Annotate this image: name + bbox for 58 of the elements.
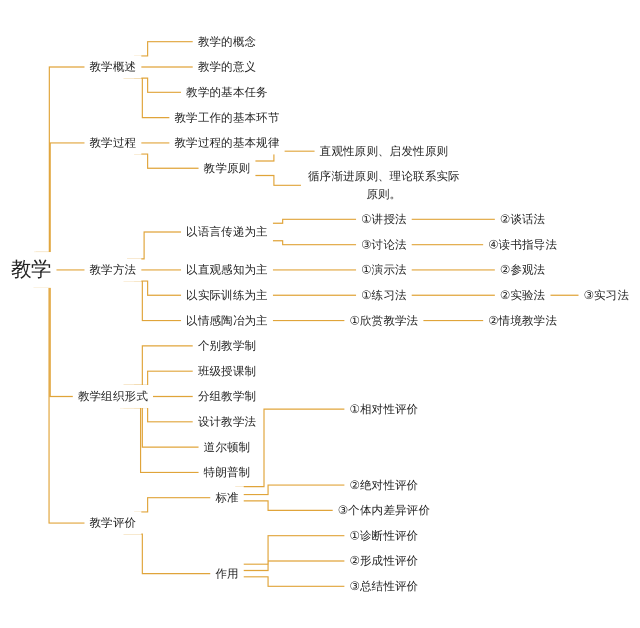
node-text: ②形成性评价 — [349, 554, 418, 568]
connector — [243, 484, 345, 496]
connector — [255, 174, 302, 186]
node-text: ③实习法 — [584, 288, 630, 302]
node-text: ③个体内差异评价 — [338, 503, 430, 518]
connector — [140, 66, 194, 68]
connector — [243, 576, 345, 587]
node-text: ①诊断性评价 — [349, 528, 418, 542]
node-text: ②情境教学法 — [488, 313, 558, 328]
node-text: ②实验法 — [500, 288, 546, 302]
connector — [411, 244, 484, 246]
node-text: 作用 — [215, 566, 239, 580]
node-text: ②绝对性评价 — [349, 478, 418, 492]
connector — [140, 142, 170, 144]
node-text: ②谈话法 — [500, 212, 546, 226]
node-text: ①欣赏教学法 — [349, 313, 418, 328]
connector — [550, 294, 579, 296]
node-text: 循序渐进原则、理论联系实际原则。 — [308, 169, 460, 201]
node-text: 教学过程 — [90, 136, 136, 150]
connector — [411, 294, 496, 296]
node-text: ③讨论法 — [361, 237, 407, 252]
connector — [272, 269, 356, 271]
node-text: ③总结性评价 — [349, 579, 418, 594]
node-text: 教学工作的基本环节 — [174, 110, 280, 124]
connector — [272, 320, 345, 322]
connector — [411, 218, 496, 220]
connector — [243, 535, 345, 565]
node-text: 班级授课制 — [198, 364, 256, 378]
node-text: ②参观法 — [500, 262, 546, 277]
connector — [411, 269, 496, 271]
node-text: ①练习法 — [361, 288, 407, 302]
node-text: ①演示法 — [361, 262, 407, 277]
node-text: 特朗普制 — [204, 465, 250, 480]
connector — [243, 500, 334, 511]
node-text: 教学的概念 — [198, 34, 256, 49]
connector — [272, 240, 356, 246]
node-text: 以语言传递为主 — [186, 224, 268, 239]
connector — [272, 218, 356, 224]
node-text: 教学原则 — [204, 161, 250, 176]
node-text: 教学的意义 — [198, 60, 256, 74]
node-text: ①讲授法 — [361, 212, 407, 226]
node-text: 直观性原则、启发性原则 — [320, 144, 448, 158]
node-text: 以情感陶冶为主 — [186, 313, 268, 328]
connector — [56, 269, 85, 271]
node-text: 道尔顿制 — [204, 440, 250, 454]
connector — [272, 294, 356, 296]
node-text: 分组教学制 — [198, 389, 256, 404]
node-text: ④读书指导法 — [488, 237, 558, 252]
connector — [243, 560, 345, 572]
node-text: 设计教学法 — [198, 414, 256, 429]
node-text: 个别教学制 — [198, 338, 256, 353]
connector — [152, 396, 194, 398]
connector — [423, 320, 484, 322]
connector — [140, 269, 182, 271]
node-text: 以实际训练为主 — [186, 288, 268, 302]
node-text: 以直观感知为主 — [186, 262, 268, 277]
node-text: ①相对性评价 — [349, 402, 418, 416]
node-text: 教学的基本任务 — [186, 85, 268, 100]
